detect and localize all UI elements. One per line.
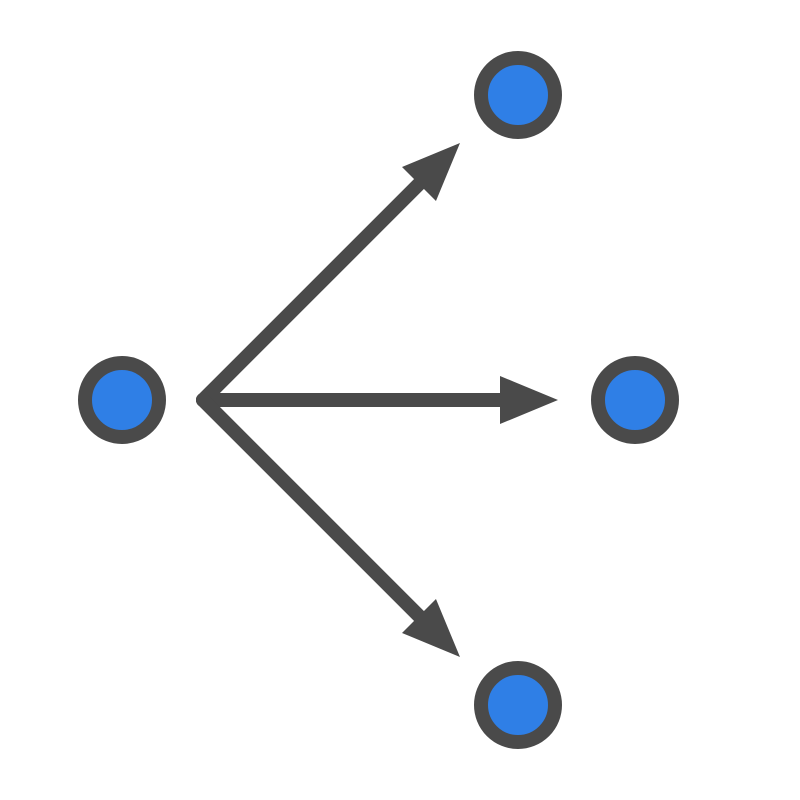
arrowhead-icon — [402, 143, 460, 201]
edge-arrow-target-bottom — [196, 393, 460, 657]
node-target-middle — [591, 356, 679, 444]
edges-layer — [196, 143, 558, 657]
edge-line-target-bottom — [196, 393, 429, 626]
node-target-bottom — [474, 661, 562, 749]
edge-arrow-target-middle — [196, 376, 558, 424]
node-source — [78, 356, 166, 444]
arrowhead-icon — [500, 376, 558, 424]
node-target-top — [474, 51, 562, 139]
edge-arrow-target-top — [196, 143, 460, 407]
arrowhead-icon — [402, 599, 460, 657]
edge-line-target-top — [196, 174, 429, 407]
nodes-layer — [78, 51, 679, 749]
